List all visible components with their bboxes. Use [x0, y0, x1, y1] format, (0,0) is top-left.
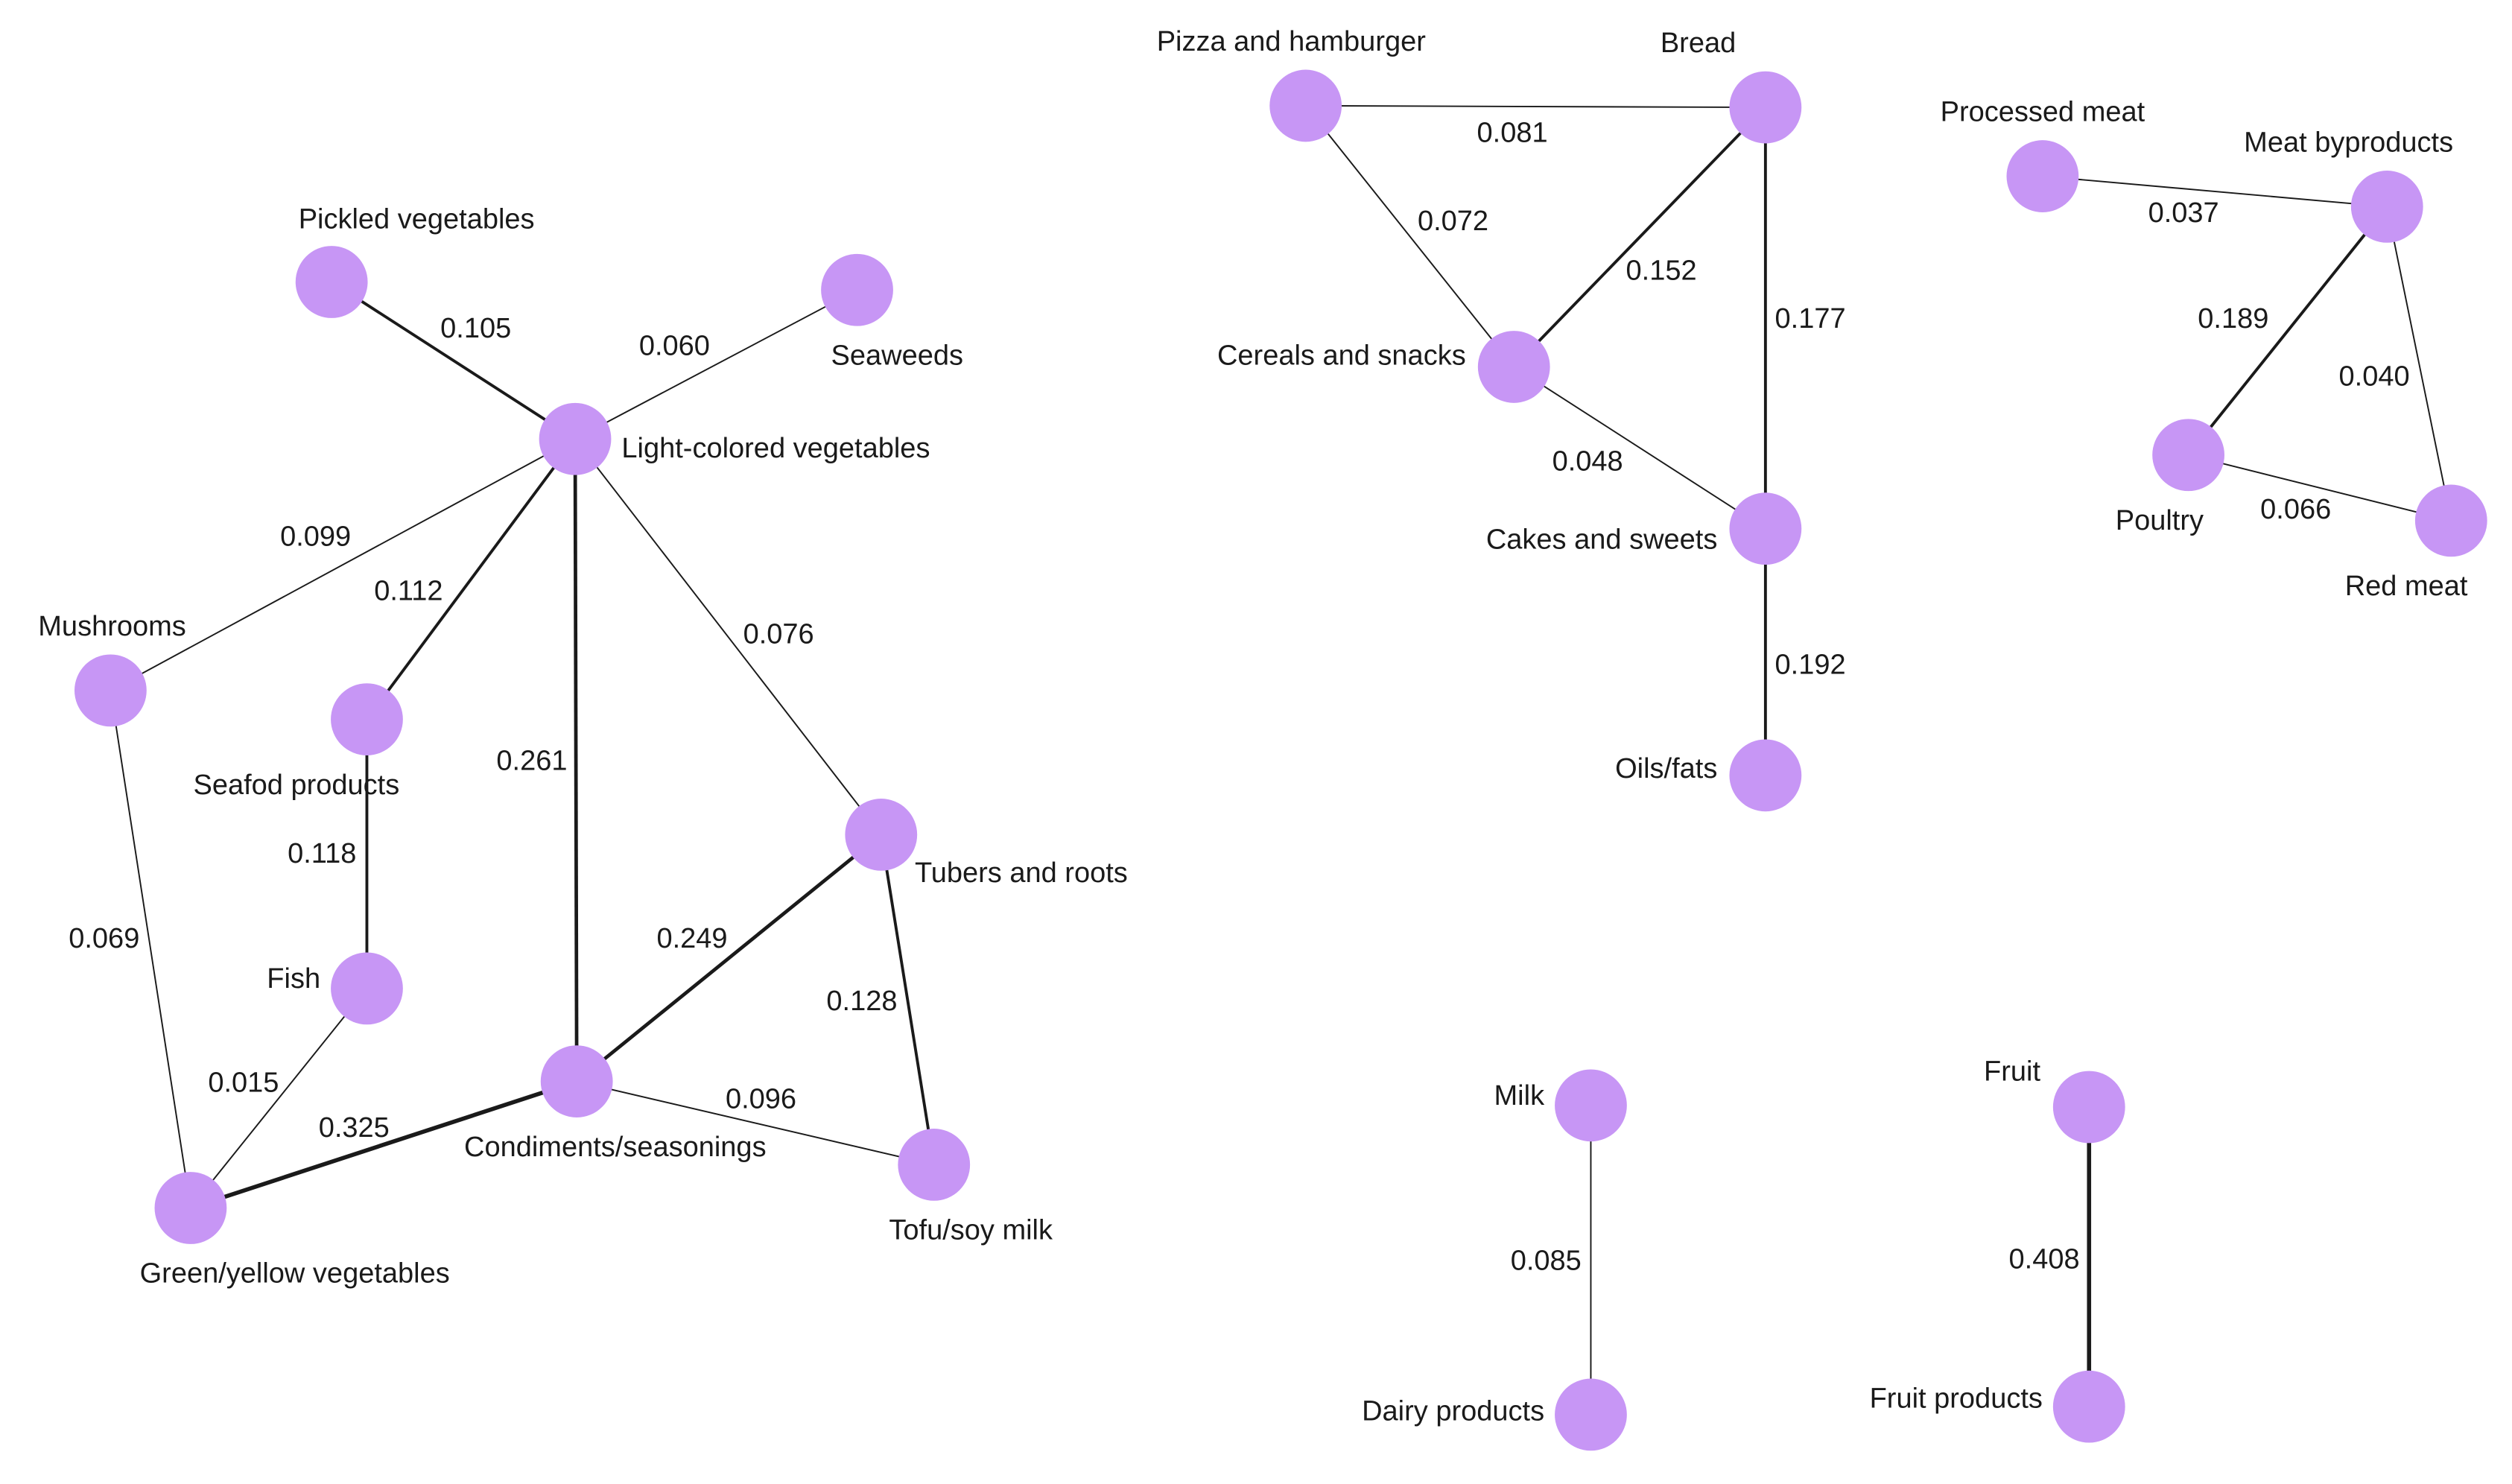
node-dairy[interactable]: [1555, 1378, 1627, 1451]
node-label-fruitproducts: Fruit products: [1870, 1383, 2043, 1414]
node-label-fruit: Fruit: [1984, 1056, 2040, 1088]
node-label-greenyellow: Green/yellow vegetables: [140, 1258, 450, 1290]
edge-light-mushrooms: [110, 438, 576, 691]
node-label-milk: Milk: [1494, 1080, 1546, 1112]
node-label-light: Light-colored vegetables: [621, 433, 930, 464]
edge-weight-label: 0.099: [280, 521, 351, 552]
node-cakes[interactable]: [1729, 492, 1802, 565]
node-milk[interactable]: [1555, 1069, 1627, 1142]
edge-tubers-condiments: [575, 833, 883, 1083]
edge-weight-label: 0.261: [496, 745, 567, 776]
edge-weight-label: 0.072: [1418, 206, 1488, 237]
edge-cereals-cakes: [1513, 366, 1766, 530]
edge-weight-label: 0.105: [440, 313, 511, 344]
node-seafood[interactable]: [331, 683, 403, 755]
node-fish[interactable]: [331, 952, 403, 1025]
node-pickled[interactable]: [295, 246, 368, 318]
edge-weight-label: 0.069: [69, 923, 139, 954]
edge-tubers-tofu: [879, 834, 936, 1165]
edge-seaweeds-light: [574, 289, 857, 440]
node-label-byproducts: Meat byproducts: [2244, 127, 2453, 158]
edge-weight-label: 0.325: [319, 1112, 390, 1144]
edge-weight-label: 0.085: [1511, 1245, 1582, 1276]
node-processed[interactable]: [2006, 140, 2079, 212]
edge-weight-label: 0.037: [2148, 197, 2219, 229]
edge-weight-label: 0.408: [2009, 1243, 2080, 1275]
node-label-tubers: Tubers and roots: [915, 857, 1128, 889]
node-label-processed: Processed meat: [1941, 97, 2145, 128]
edge-light-condiments: [573, 439, 579, 1082]
edge-labels-layer: 0.105 0.060 0.099 0.112 0.261 0.076 0.118 0.069…: [69, 117, 2409, 1276]
node-light[interactable]: [539, 402, 612, 475]
node-label-bread: Bread: [1661, 28, 1736, 59]
node-label-cakes: Cakes and sweets: [1486, 524, 1718, 556]
edges-layer: [110, 104, 2452, 1415]
edge-weight-label: 0.096: [726, 1083, 796, 1114]
node-mushrooms[interactable]: [74, 654, 147, 727]
node-label-pizza: Pizza and hamburger: [1157, 26, 1427, 57]
node-label-poultry: Poultry: [2116, 505, 2204, 536]
node-labels-layer: Pickled vegetablesSeaweedsLight-colored …: [38, 26, 2468, 1427]
edge-weight-label: 0.081: [1477, 117, 1548, 148]
node-tubers[interactable]: [845, 799, 918, 871]
edge-weight-label: 0.076: [743, 619, 814, 650]
edge-bread-cereals: [1512, 106, 1767, 368]
edge-fish-greenyellow: [190, 988, 368, 1209]
node-byproducts[interactable]: [2350, 171, 2423, 243]
node-greenyellow[interactable]: [154, 1172, 227, 1244]
node-bread[interactable]: [1729, 71, 1802, 144]
node-label-pickled: Pickled vegetables: [299, 204, 535, 235]
node-redmeat[interactable]: [2414, 484, 2487, 557]
nodes-layer: [74, 69, 2487, 1451]
node-label-tofu: Tofu/soy milk: [889, 1215, 1053, 1246]
edge-weight-label: 0.066: [2260, 494, 2331, 525]
edge-pizza-bread: [1305, 104, 1766, 109]
edge-weight-label: 0.112: [374, 576, 443, 607]
node-label-dairy: Dairy products: [1362, 1396, 1544, 1427]
node-label-condiments: Condiments/seasonings: [464, 1132, 767, 1163]
edge-weight-label: 0.128: [826, 986, 897, 1017]
edge-weight-label: 0.189: [2198, 303, 2268, 334]
node-fruitproducts[interactable]: [2052, 1370, 2125, 1443]
edge-weight-label: 0.152: [1626, 255, 1697, 286]
edge-weight-label: 0.048: [1552, 445, 1623, 477]
edge-weight-label: 0.192: [1775, 649, 1846, 680]
edge-pickled-light: [331, 280, 577, 440]
node-cereals[interactable]: [1477, 331, 1550, 403]
edge-condiments-greenyellow: [190, 1079, 578, 1211]
node-oils[interactable]: [1729, 739, 1802, 812]
edge-weight-label: 0.249: [656, 923, 727, 954]
edge-light-seafood: [365, 438, 577, 720]
edge-byproducts-poultry: [2187, 206, 2388, 456]
node-condiments[interactable]: [540, 1045, 613, 1117]
edge-light-tubers: [574, 438, 882, 836]
node-label-fish: Fish: [267, 963, 320, 995]
edge-weight-label: 0.060: [639, 331, 710, 362]
node-seaweeds[interactable]: [821, 253, 893, 326]
edge-poultry-redmeat: [2188, 454, 2452, 521]
edge-weight-label: 0.015: [208, 1068, 279, 1099]
node-label-cereals: Cereals and snacks: [1217, 340, 1466, 371]
edge-processed-byproducts: [2042, 175, 2388, 208]
node-label-redmeat: Red meat: [2345, 571, 2468, 602]
node-pizza[interactable]: [1269, 69, 1342, 142]
node-label-mushrooms: Mushrooms: [38, 611, 186, 642]
edge-mushrooms-greenyellow: [110, 690, 191, 1208]
node-label-seaweeds: Seaweeds: [831, 340, 963, 371]
edge-condiments-tofu: [576, 1080, 934, 1166]
node-label-oils: Oils/fats: [1615, 753, 1717, 784]
node-poultry[interactable]: [2152, 419, 2224, 492]
node-fruit[interactable]: [2052, 1071, 2125, 1144]
edge-weight-label: 0.177: [1775, 303, 1846, 334]
edge-byproducts-redmeat: [2386, 206, 2452, 521]
edge-weight-label: 0.040: [2339, 361, 2410, 392]
node-tofu[interactable]: [898, 1129, 971, 1201]
edge-weight-label: 0.118: [288, 838, 356, 869]
edge-pizza-cereals: [1304, 105, 1515, 368]
node-label-seafood: Seafod products: [193, 770, 399, 801]
